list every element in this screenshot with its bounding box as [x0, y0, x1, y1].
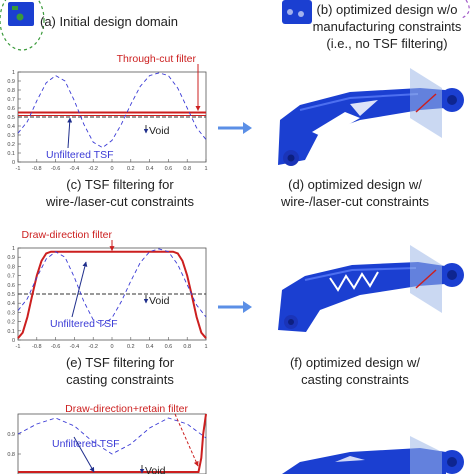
- y-tick-label: 1: [12, 70, 15, 76]
- y-tick-label: 0.2: [7, 142, 15, 148]
- y-tick-label: 1: [12, 246, 15, 252]
- x-tick-label: 0.8: [183, 344, 191, 350]
- y-tick-label: 0.1: [7, 151, 15, 157]
- y-tick-label: 0.1: [7, 329, 15, 335]
- filter-label-arrow: [174, 413, 199, 467]
- process-arrow-e-to-f: [218, 301, 252, 313]
- unfiltered-tsf-curve: [17, 72, 207, 149]
- x-tick-label: -1: [16, 166, 21, 172]
- caption-b-line3: (i.e., no TSF filtering): [326, 36, 448, 51]
- x-tick-label: -0.2: [88, 166, 97, 172]
- unfiltered-tsf-arrow: [71, 261, 88, 318]
- x-tick-label: 0.6: [165, 166, 173, 172]
- y-tick-label: 0.7: [7, 97, 15, 103]
- x-tick-label: 0.2: [127, 344, 135, 350]
- x-tick-label: 1: [204, 344, 207, 350]
- unfiltered-tsf-arrow: [73, 436, 95, 473]
- x-tick-label: -0.4: [70, 344, 79, 350]
- x-tick-label: -0.8: [32, 166, 41, 172]
- top-right-partial-sketch: [282, 0, 470, 24]
- x-tick-label: -0.2: [88, 344, 97, 350]
- y-tick-label: 0.5: [7, 292, 15, 298]
- filter-curve: [17, 250, 207, 339]
- x-tick-label: 1: [204, 166, 207, 172]
- optimized-part-f: [278, 245, 464, 332]
- unfiltered-tsf-label: Unfiltered TSF: [46, 149, 114, 161]
- filter-label: Draw-direction+retain filter: [65, 403, 188, 415]
- void-label: Void: [149, 295, 170, 307]
- x-tick-label: 0.4: [146, 344, 154, 350]
- caption-c-line2: wire-/laser-cut constraints: [45, 194, 195, 209]
- y-tick-label: 0: [12, 338, 15, 344]
- unfiltered-tsf-arrow: [67, 117, 73, 149]
- x-tick-label: -0.6: [51, 344, 60, 350]
- y-tick-label: 0.8: [7, 264, 15, 270]
- y-tick-label: 0.9: [7, 255, 15, 261]
- caption-f-line1: (f) optimized design w/: [289, 355, 421, 370]
- x-tick-label: 0: [110, 166, 113, 172]
- y-tick-label: 0.7: [7, 274, 15, 280]
- caption-d-line2: wire-/laser-cut constraints: [280, 194, 430, 209]
- x-tick-label: 0.4: [146, 166, 154, 172]
- caption-e-line1: (e) TSF filtering for: [65, 355, 175, 370]
- caption-f-line2: casting constraints: [301, 372, 409, 387]
- void-label: Void: [145, 465, 166, 474]
- y-tick-label: 0.6: [7, 106, 15, 112]
- axes-frame: [17, 413, 207, 474]
- filter-label: Through-cut filter: [117, 53, 197, 65]
- unfiltered-tsf-curve: [17, 417, 207, 455]
- optimized-part-h-partial: [282, 436, 464, 474]
- y-tick-label: 0.8: [7, 452, 15, 458]
- void-label: Void: [149, 125, 170, 137]
- filter-label: Draw-direction filter: [22, 229, 113, 241]
- unfiltered-tsf-label: Unfiltered TSF: [52, 438, 120, 450]
- caption-b-line1: (b) optimized design w/o: [316, 2, 458, 17]
- x-tick-label: -0.8: [32, 344, 41, 350]
- x-tick-label: 0.6: [165, 344, 173, 350]
- x-tick-label: 0.2: [127, 166, 135, 172]
- caption-a: (a) Initial design domain: [40, 14, 179, 29]
- x-tick-label: -0.6: [51, 166, 60, 172]
- chart-e-casting: 0 0.1 0.2 0.3 0.4 0.5 0.6 0.7 0.8 0.9 1 -1 -0.8 -0.6 -…: [7, 229, 207, 350]
- x-tick-label: -1: [16, 344, 21, 350]
- y-tick-label: 0.8: [7, 88, 15, 94]
- filter-curve: [18, 413, 207, 473]
- y-tick-label: 0.4: [7, 124, 15, 130]
- y-tick-label: 0: [12, 160, 15, 166]
- y-tick-label: 0.6: [7, 283, 15, 289]
- y-tick-label: 0.9: [7, 432, 15, 438]
- caption-b-line2: manufacturing constraints: [312, 19, 462, 34]
- y-tick-label: 0.5: [7, 115, 15, 121]
- optimized-part-d: [278, 68, 464, 166]
- caption-c-line1: (c) TSF filtering for: [66, 177, 174, 192]
- x-tick-label: -0.4: [70, 166, 79, 172]
- initial-domain-sketch: [0, 0, 45, 51]
- unfiltered-tsf-curve: [17, 248, 207, 326]
- process-arrow-c-to-d: [218, 122, 252, 134]
- y-tick-label: 0.2: [7, 320, 15, 326]
- caption-d-line1: (d) optimized design w/: [288, 177, 422, 192]
- x-tick-label: 0: [110, 344, 113, 350]
- y-tick-label: 0.9: [7, 79, 15, 85]
- chart-g-retain: 0.9 0.8 Draw-direction+retain filterUnfilt…: [7, 403, 207, 474]
- y-tick-label: 0.3: [7, 310, 15, 316]
- unfiltered-tsf-label: Unfiltered TSF: [50, 318, 118, 330]
- y-tick-label: 0.4: [7, 301, 15, 307]
- y-tick-label: 0.3: [7, 133, 15, 139]
- chart-c-wire-laser-cut: 0 0.1 0.2 0.3 0.4 0.5 0.6 0.7 0.8 0.9 1 -1 -0.8 -0.6 -…: [7, 53, 207, 172]
- caption-e-line2: casting constraints: [66, 372, 174, 387]
- x-tick-label: 0.8: [183, 166, 191, 172]
